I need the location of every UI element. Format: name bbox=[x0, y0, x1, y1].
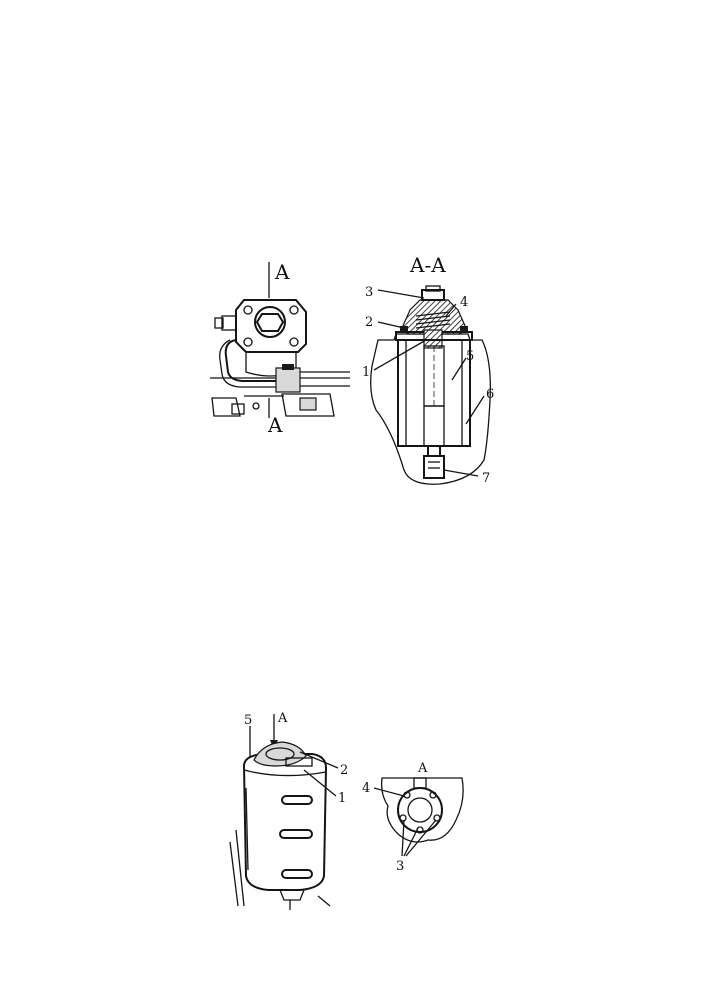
side-fitting-end bbox=[214, 317, 224, 329]
leader-1 bbox=[303, 769, 337, 797]
pipe-clamp bbox=[275, 367, 301, 393]
section-mark-top: A bbox=[274, 260, 290, 284]
detail-view-a: A 4 3 bbox=[362, 761, 464, 874]
flange-bolt bbox=[243, 305, 253, 315]
filter-element-lower bbox=[423, 405, 445, 447]
leader-1 bbox=[373, 339, 427, 371]
flange-bolt bbox=[289, 305, 299, 315]
callout-4: 4 bbox=[362, 781, 370, 796]
tank-body bbox=[242, 753, 328, 891]
tank-slot bbox=[281, 795, 313, 805]
callout-4: 4 bbox=[460, 295, 468, 310]
engine-part bbox=[281, 393, 335, 417]
callout-6: 6 bbox=[486, 387, 494, 402]
leader-3 bbox=[403, 827, 419, 857]
callout-2: 2 bbox=[365, 315, 373, 330]
leader-5 bbox=[451, 357, 467, 381]
center-nut bbox=[255, 313, 285, 332]
flange-bolt bbox=[403, 791, 411, 799]
filter-section-view: A-A 3 bbox=[362, 253, 494, 486]
engine-part bbox=[299, 397, 317, 411]
fuel-pipe-outer bbox=[219, 339, 276, 388]
engine-part bbox=[252, 402, 260, 410]
view-arrow-label: A bbox=[277, 711, 288, 726]
leader-3 bbox=[401, 819, 405, 857]
cap-fitting bbox=[285, 757, 313, 767]
engine-part bbox=[231, 403, 245, 415]
leader-3 bbox=[405, 819, 437, 857]
detail-view-label: A bbox=[417, 761, 428, 776]
frame-line bbox=[235, 829, 245, 907]
tank-cap bbox=[253, 741, 307, 767]
flange-bolt bbox=[243, 337, 253, 347]
housing-casting bbox=[370, 333, 491, 485]
leader-4 bbox=[445, 303, 457, 317]
leader-7 bbox=[443, 469, 479, 477]
leader-4 bbox=[373, 787, 405, 797]
tank-support bbox=[279, 889, 305, 901]
clamp-bolt bbox=[282, 364, 294, 370]
detail-outline bbox=[380, 777, 464, 843]
cover bbox=[401, 299, 467, 335]
callout-5: 5 bbox=[244, 713, 252, 728]
leader-2 bbox=[377, 321, 405, 329]
top-bolt bbox=[421, 289, 445, 301]
engine-part bbox=[211, 397, 241, 417]
tank-view: A 5 2 1 bbox=[229, 711, 348, 910]
tank-side-line bbox=[245, 787, 249, 871]
flange-center bbox=[407, 797, 433, 823]
flange-bolt bbox=[400, 326, 408, 332]
frame-line bbox=[317, 895, 331, 907]
section-title: A-A bbox=[409, 253, 446, 277]
frame-line bbox=[229, 841, 239, 907]
flange-bolt bbox=[429, 791, 437, 799]
flange-bolt bbox=[289, 337, 299, 347]
fuel-pipe bbox=[224, 339, 276, 382]
top-bolt-head bbox=[425, 285, 441, 292]
callout-3: 3 bbox=[396, 859, 404, 874]
center-cap bbox=[254, 306, 286, 338]
flange-bolt bbox=[433, 814, 441, 822]
leader-2 bbox=[299, 751, 339, 769]
section-mark-bottom: A bbox=[267, 413, 283, 437]
spring bbox=[415, 311, 451, 329]
callout-1: 1 bbox=[362, 365, 370, 380]
leader-6 bbox=[465, 395, 485, 425]
callout-3: 3 bbox=[365, 285, 373, 300]
side-fitting bbox=[221, 315, 237, 331]
tank-top-edge bbox=[243, 769, 327, 777]
callout-5: 5 bbox=[466, 349, 474, 364]
leader-3 bbox=[377, 289, 425, 299]
tank-slot bbox=[279, 829, 313, 839]
flange-bolt bbox=[460, 326, 468, 332]
callout-1: 1 bbox=[338, 791, 346, 806]
callout-2: 2 bbox=[340, 763, 348, 778]
cap-cover bbox=[265, 747, 295, 761]
drain-plug bbox=[423, 455, 445, 479]
drain-plug-neck bbox=[427, 445, 441, 457]
callout-7: 7 bbox=[482, 471, 490, 486]
top-fitting bbox=[413, 777, 427, 789]
filter-side-view: A A bbox=[210, 260, 350, 437]
flange-bolt bbox=[399, 814, 407, 822]
tank-slot bbox=[281, 869, 313, 879]
